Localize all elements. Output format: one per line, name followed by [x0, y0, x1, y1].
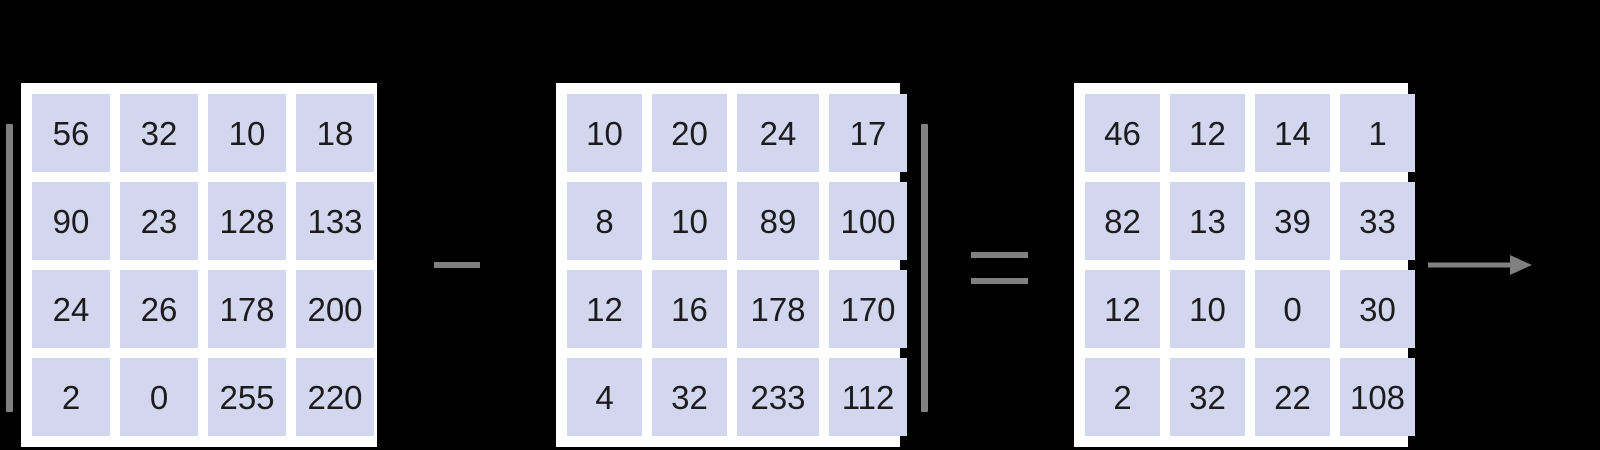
- matrix-cell: 32: [1170, 358, 1245, 436]
- subtrahend-matrix: 10 20 24 17 8 10 89 100 12 16 178 170 4 …: [556, 83, 907, 447]
- equals-operator-icon: [971, 252, 1028, 285]
- matrix-cell: 33: [1340, 182, 1415, 260]
- matrix-cell: 13: [1170, 182, 1245, 260]
- matrix-cell: 0: [120, 358, 198, 436]
- matrix-cell: 12: [1170, 94, 1245, 172]
- matrix-cell: 8: [567, 182, 642, 260]
- matrix-cell: 39: [1255, 182, 1330, 260]
- matrix-cell: 108: [1340, 358, 1415, 436]
- matrix-cell: 133: [296, 182, 374, 260]
- matrix-cell: 18: [296, 94, 374, 172]
- matrix-cell: 89: [737, 182, 819, 260]
- matrix-cell: 4: [567, 358, 642, 436]
- matrix-cell: 10: [208, 94, 286, 172]
- matrix-cell: 32: [120, 94, 198, 172]
- matrix-cell: 178: [737, 270, 819, 348]
- matrix-cell: 10: [1170, 270, 1245, 348]
- matrix-cell: 32: [652, 358, 727, 436]
- matrix-cell: 22: [1255, 358, 1330, 436]
- matrix-cell: 200: [296, 270, 374, 348]
- left-vertical-bar[interactable]: [6, 124, 13, 412]
- equals-bar-bottom: [971, 278, 1028, 284]
- matrix-cell: 2: [32, 358, 110, 436]
- matrix-cell: 112: [829, 358, 907, 436]
- matrix-cell: 14: [1255, 94, 1330, 172]
- matrix-cell: 17: [829, 94, 907, 172]
- minuend-matrix: 56 32 10 18 90 23 128 133 24 26 178 200 …: [21, 83, 377, 447]
- matrix-cell: 12: [567, 270, 642, 348]
- matrix-cell: 128: [208, 182, 286, 260]
- matrix-cell: 0: [1255, 270, 1330, 348]
- matrix-cell: 255: [208, 358, 286, 436]
- matrix-cell: 26: [120, 270, 198, 348]
- minus-operator-icon: [434, 262, 480, 268]
- matrix-cell: 1: [1340, 94, 1415, 172]
- matrix-cell: 16: [652, 270, 727, 348]
- matrix-cell: 56: [32, 94, 110, 172]
- matrix-cell: 90: [32, 182, 110, 260]
- right-arrow-icon: [1428, 248, 1534, 282]
- difference-matrix: 46 12 14 1 82 13 39 33 12 10 0 30 2 32 2…: [1074, 83, 1415, 447]
- matrix-cell: 100: [829, 182, 907, 260]
- matrix-cell: 220: [296, 358, 374, 436]
- matrix-cell: 23: [120, 182, 198, 260]
- matrix-cell: 10: [652, 182, 727, 260]
- matrix-cell: 30: [1340, 270, 1415, 348]
- equals-bar-top: [971, 252, 1028, 258]
- matrix-cell: 178: [208, 270, 286, 348]
- matrix-cell: 2: [1085, 358, 1160, 436]
- matrix-cell: 46: [1085, 94, 1160, 172]
- matrix-cell: 233: [737, 358, 819, 436]
- middle-vertical-bar[interactable]: [921, 124, 928, 412]
- matrix-cell: 24: [737, 94, 819, 172]
- matrix-cell: 12: [1085, 270, 1160, 348]
- matrix-cell: 170: [829, 270, 907, 348]
- matrix-cell: 10: [567, 94, 642, 172]
- matrix-cell: 82: [1085, 182, 1160, 260]
- matrix-cell: 20: [652, 94, 727, 172]
- matrix-cell: 24: [32, 270, 110, 348]
